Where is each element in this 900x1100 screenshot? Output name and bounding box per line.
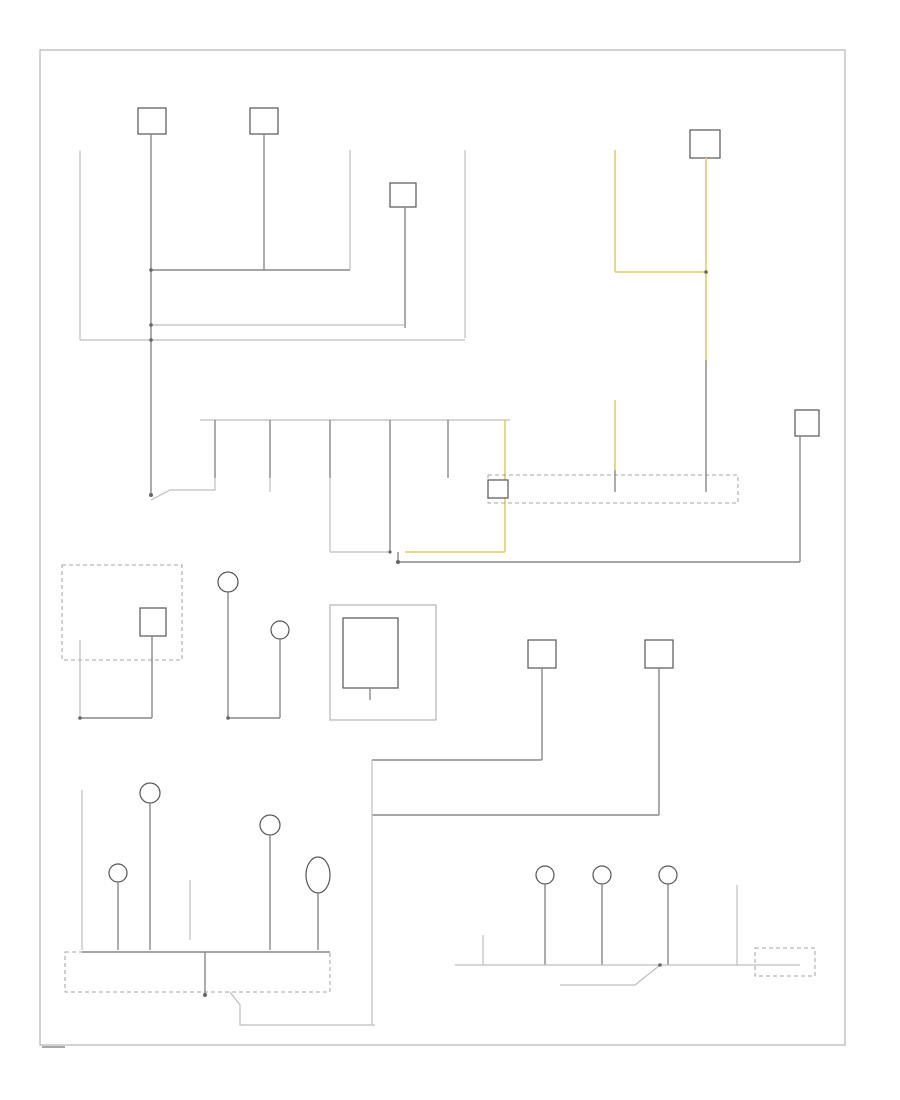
connector-block <box>527 639 557 669</box>
lower-left-cluster <box>61 564 375 1026</box>
lamp <box>259 814 281 836</box>
lamp <box>592 865 612 885</box>
relay-box <box>487 479 509 499</box>
lamp <box>535 865 555 885</box>
connector-block <box>644 639 674 669</box>
connector-block <box>794 409 820 437</box>
lamp <box>270 620 290 640</box>
connector-block <box>249 107 279 135</box>
top-right-cluster <box>614 129 721 475</box>
connector-block <box>389 182 417 208</box>
diagram-frame <box>39 49 846 1046</box>
connector-block <box>139 607 167 637</box>
center-module <box>329 604 674 1025</box>
lamp <box>139 782 161 804</box>
connector-block <box>137 107 167 135</box>
lower-right-cluster <box>455 865 816 986</box>
lamp <box>217 571 239 593</box>
connector-block <box>689 129 721 159</box>
sensor <box>305 856 331 894</box>
lamp <box>108 863 128 883</box>
lamp <box>658 865 678 885</box>
top-left-cluster <box>79 107 466 497</box>
module-block <box>342 617 399 689</box>
middle-bus <box>150 400 820 564</box>
